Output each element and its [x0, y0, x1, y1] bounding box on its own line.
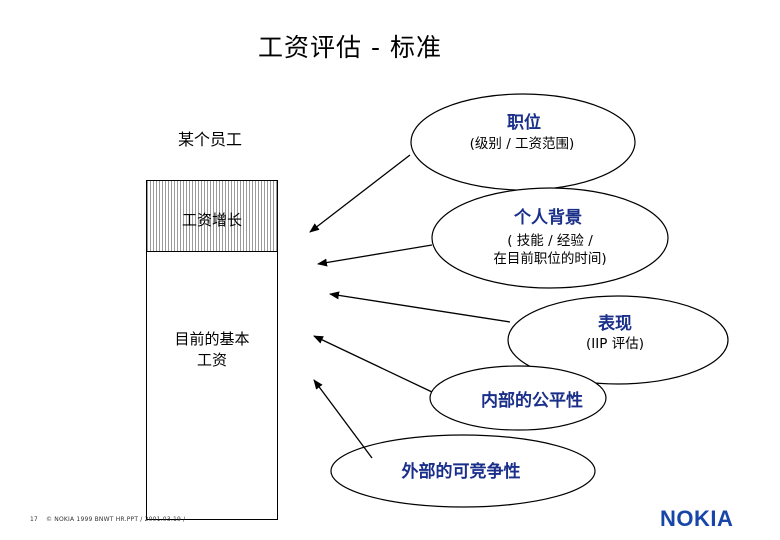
arrow-performance [329, 291, 511, 323]
factor-title-external-competitiveness: 外部的可竞争性 [402, 461, 521, 482]
factor-title-background: 个人背景 [513, 207, 582, 228]
footer-page-number: 17 [30, 516, 38, 523]
arrow-position [309, 154, 411, 233]
factor-ellipse-internal-equity [429, 365, 607, 431]
base-pay-label: 目前的基本 工资 [174, 330, 250, 369]
employee-label: 某个员工 [178, 130, 243, 149]
nokia-logo: NOKIA [660, 506, 734, 531]
arrow-background [317, 244, 433, 267]
factor-title-position: 职位 [507, 112, 541, 133]
factor-subtitle-background-line2: 在目前职位的时间) [493, 250, 606, 267]
factor-title-internal-equity: 内部的公平性 [481, 390, 583, 411]
page-title: 工资评估 - 标准 [258, 33, 442, 62]
factor-subtitle-position: (级别 / 工资范围) [470, 136, 575, 152]
pay-increase-section: 工资增长 [147, 181, 277, 252]
factor-title-performance: 表现 [598, 313, 632, 334]
factor-ellipse-external-competitiveness [330, 434, 596, 508]
arrow-external-competitiveness [313, 379, 373, 459]
factor-ellipse-background [431, 187, 669, 289]
arrow-internal-equity [313, 335, 433, 393]
factor-ellipse-performance [507, 295, 729, 385]
footer-copyright: © NOKIA 1999 BNWT HR.PPT / 2001.03.19 / [46, 516, 186, 523]
pay-box: 工资增长 目前的基本 工资 [146, 180, 278, 520]
factor-subtitle-performance: (IIP 评估) [586, 336, 644, 352]
factor-subtitle-background: ( 技能 / 经验 / [507, 233, 593, 249]
pay-increase-label: 工资增长 [181, 211, 242, 229]
